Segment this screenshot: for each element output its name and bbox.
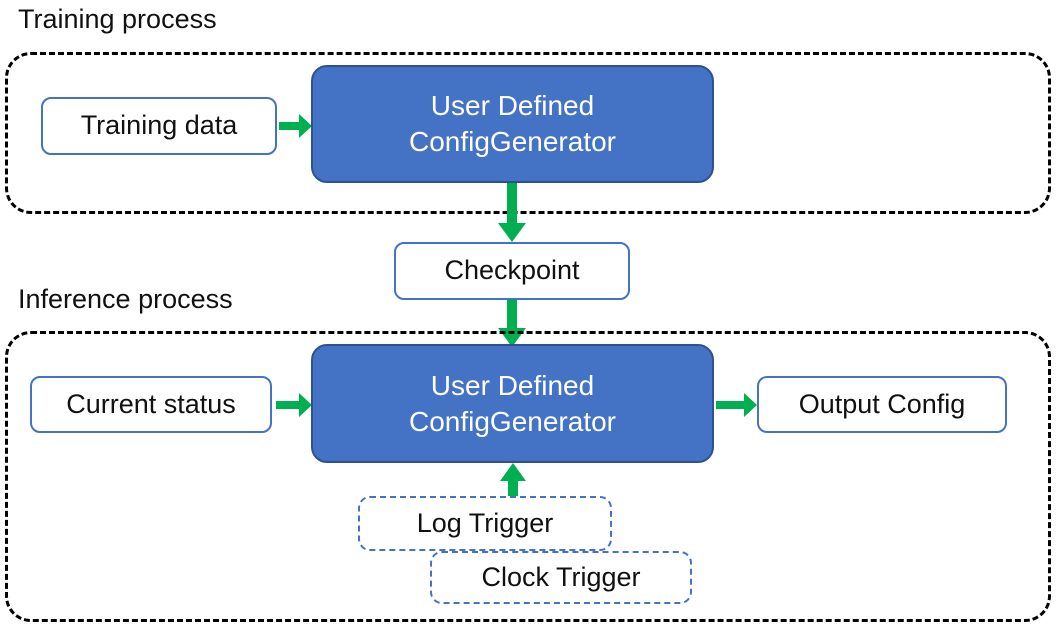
inference-config-generator-line2: ConfigGenerator (408, 405, 616, 437)
log-trigger-box[interactable]: Log Trigger (358, 496, 612, 551)
inference-process-container (5, 331, 1051, 622)
inference-process-label: Inference process (18, 284, 233, 314)
arrow-down-icon-checkpoint-to-inference-generator (497, 300, 527, 348)
training-config-generator-line1: User Defined (430, 90, 595, 122)
clock-trigger-box[interactable]: Clock Trigger (430, 551, 692, 604)
current-status-box[interactable]: Current status (30, 376, 272, 433)
output-config-box[interactable]: Output Config (757, 376, 1007, 433)
arrow-right-icon-current-status-to-generator (276, 392, 313, 418)
checkpoint-box[interactable]: Checkpoint (394, 242, 630, 300)
inference-config-generator-line1: User Defined (430, 369, 595, 401)
arrow-right-icon-generator-to-output-config (716, 392, 758, 418)
training-process-container (5, 52, 1051, 214)
training-process-label: Training process (18, 4, 217, 34)
inference-config-generator-box[interactable]: User Defined ConfigGenerator (311, 344, 714, 463)
arrow-right-icon-training-data-to-generator (279, 113, 313, 139)
training-config-generator-box[interactable]: User Defined ConfigGenerator (311, 65, 714, 183)
training-config-generator-line2: ConfigGenerator (408, 126, 616, 157)
arrow-up-icon-triggers-to-generator (499, 463, 527, 502)
arrow-down-icon-generator-to-checkpoint (497, 183, 527, 243)
training-data-box[interactable]: Training data (41, 97, 277, 155)
